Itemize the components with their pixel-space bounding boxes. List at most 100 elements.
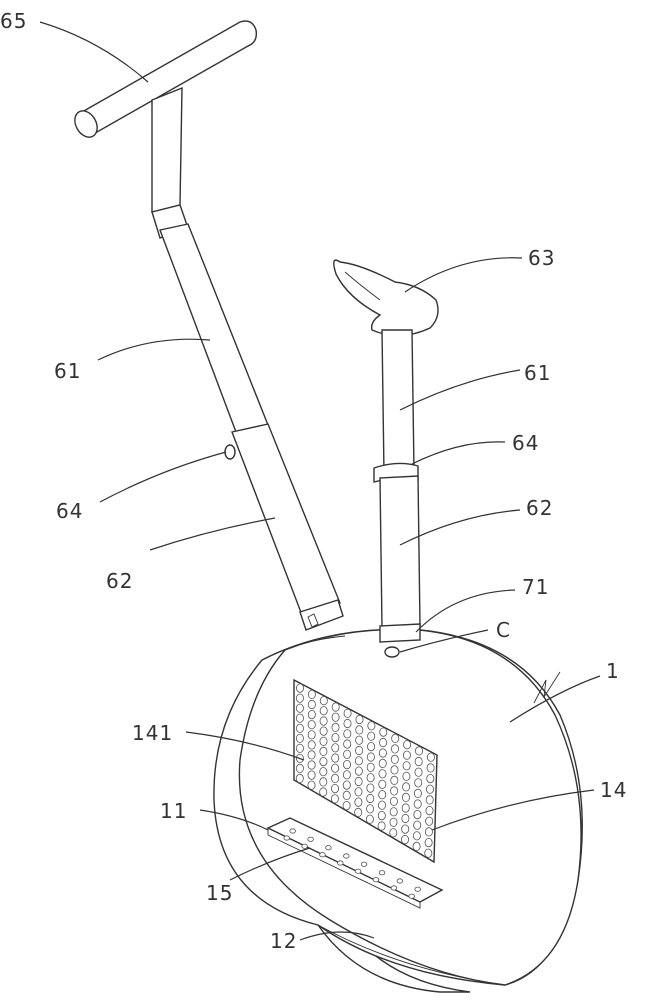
label-71: 71 bbox=[522, 575, 549, 599]
grille-hole bbox=[379, 737, 388, 748]
grille-hole bbox=[413, 820, 422, 830]
pedal-hole bbox=[343, 853, 350, 859]
grille-hole bbox=[295, 723, 304, 733]
seat-outer-tube bbox=[379, 475, 421, 629]
grille-hole bbox=[414, 756, 423, 767]
grille-hole bbox=[319, 726, 328, 736]
leader-61-right bbox=[399, 369, 521, 411]
grille-hole bbox=[307, 689, 316, 700]
grille-hole bbox=[366, 752, 375, 762]
grille-hole bbox=[402, 771, 411, 781]
pedal-hole bbox=[378, 870, 386, 876]
leader-11 bbox=[199, 809, 269, 831]
grille-hole bbox=[426, 773, 435, 784]
speaker-grille bbox=[293, 678, 438, 864]
label-14: 14 bbox=[600, 778, 627, 802]
pedal-edge bbox=[267, 828, 421, 909]
grille-panel bbox=[293, 678, 438, 864]
leader-64-left bbox=[99, 451, 227, 503]
grille-hole bbox=[377, 821, 386, 831]
label-15: 15 bbox=[206, 881, 233, 905]
pedal-hole bbox=[289, 828, 296, 834]
grille-hole bbox=[342, 770, 351, 780]
grille-hole bbox=[377, 810, 386, 821]
label-141: 141 bbox=[132, 721, 173, 745]
grille-hole bbox=[366, 804, 375, 814]
grille-hole bbox=[354, 766, 363, 776]
grille-hole bbox=[424, 827, 433, 837]
grille-hole bbox=[403, 740, 412, 750]
label-C: C bbox=[496, 618, 511, 642]
leader-C bbox=[399, 629, 489, 653]
leader-lines bbox=[39, 21, 601, 941]
grille-hole bbox=[319, 716, 328, 726]
pedal-hole bbox=[396, 878, 404, 884]
grille-hole bbox=[342, 759, 351, 770]
grille-hole bbox=[331, 732, 340, 743]
grille-hole bbox=[342, 800, 351, 811]
grille-hole bbox=[413, 809, 422, 820]
seat-cushion-line bbox=[344, 271, 381, 301]
grille-hole bbox=[391, 733, 400, 744]
handle-inner-tube bbox=[159, 223, 269, 433]
pedal-hole bbox=[307, 836, 314, 842]
grille-hole bbox=[389, 807, 398, 817]
grille-hole bbox=[366, 773, 375, 783]
grille-hole bbox=[379, 727, 388, 737]
pedal-hole bbox=[337, 860, 344, 866]
grille-hole bbox=[378, 748, 387, 758]
pedal-hole bbox=[390, 885, 398, 891]
grille-hole bbox=[307, 780, 316, 790]
grille-hole bbox=[319, 787, 328, 797]
grille-hole bbox=[367, 731, 376, 741]
foot-pedal bbox=[266, 817, 444, 909]
grille-hole bbox=[354, 787, 363, 797]
grille-hole bbox=[426, 763, 435, 773]
grille-hole bbox=[377, 800, 386, 810]
grille-hole bbox=[412, 831, 421, 841]
grille-hole bbox=[331, 763, 340, 773]
break-line bbox=[533, 671, 561, 704]
label-11: 11 bbox=[160, 799, 187, 823]
pedal-hole bbox=[408, 893, 415, 899]
grille-hole bbox=[426, 752, 435, 762]
label-1: 1 bbox=[606, 659, 620, 683]
grille-hole bbox=[307, 730, 316, 740]
leader-1 bbox=[509, 675, 601, 723]
grille-hole bbox=[425, 795, 434, 805]
seat-bottom-collar bbox=[379, 623, 421, 643]
grille-hole bbox=[365, 814, 374, 824]
grille-hole bbox=[343, 739, 352, 749]
seat bbox=[333, 259, 439, 337]
grille-hole bbox=[425, 784, 434, 794]
leader-65 bbox=[39, 21, 149, 83]
grille-hole bbox=[319, 767, 328, 777]
leader-15 bbox=[229, 847, 311, 881]
grille-hole bbox=[401, 792, 410, 803]
grille-hole bbox=[425, 805, 434, 816]
grille-hole bbox=[414, 778, 423, 788]
grille-hole bbox=[390, 765, 399, 775]
pedal-holes bbox=[283, 828, 421, 899]
pedal-hole bbox=[301, 843, 308, 849]
grille-hole bbox=[414, 767, 423, 777]
label-64-left: 64 bbox=[56, 499, 83, 523]
grille-hole bbox=[366, 783, 375, 793]
label-64-right: 64 bbox=[512, 431, 539, 455]
grille-hole bbox=[295, 703, 304, 713]
grille-hole bbox=[354, 797, 363, 807]
grille-hole bbox=[401, 813, 410, 824]
pedal-hole bbox=[283, 835, 290, 841]
grille-hole bbox=[401, 824, 410, 834]
grille-hole bbox=[378, 758, 387, 769]
grille-hole bbox=[378, 790, 387, 800]
grille-hole bbox=[424, 837, 433, 848]
seat-inner-tube bbox=[381, 329, 415, 475]
grille-hole bbox=[378, 779, 387, 789]
handle-upper-tube bbox=[151, 86, 183, 213]
label-61-left: 61 bbox=[54, 359, 81, 383]
grille-hole bbox=[355, 735, 364, 745]
handlebar-grip bbox=[81, 20, 258, 138]
grille-hole bbox=[295, 683, 304, 693]
